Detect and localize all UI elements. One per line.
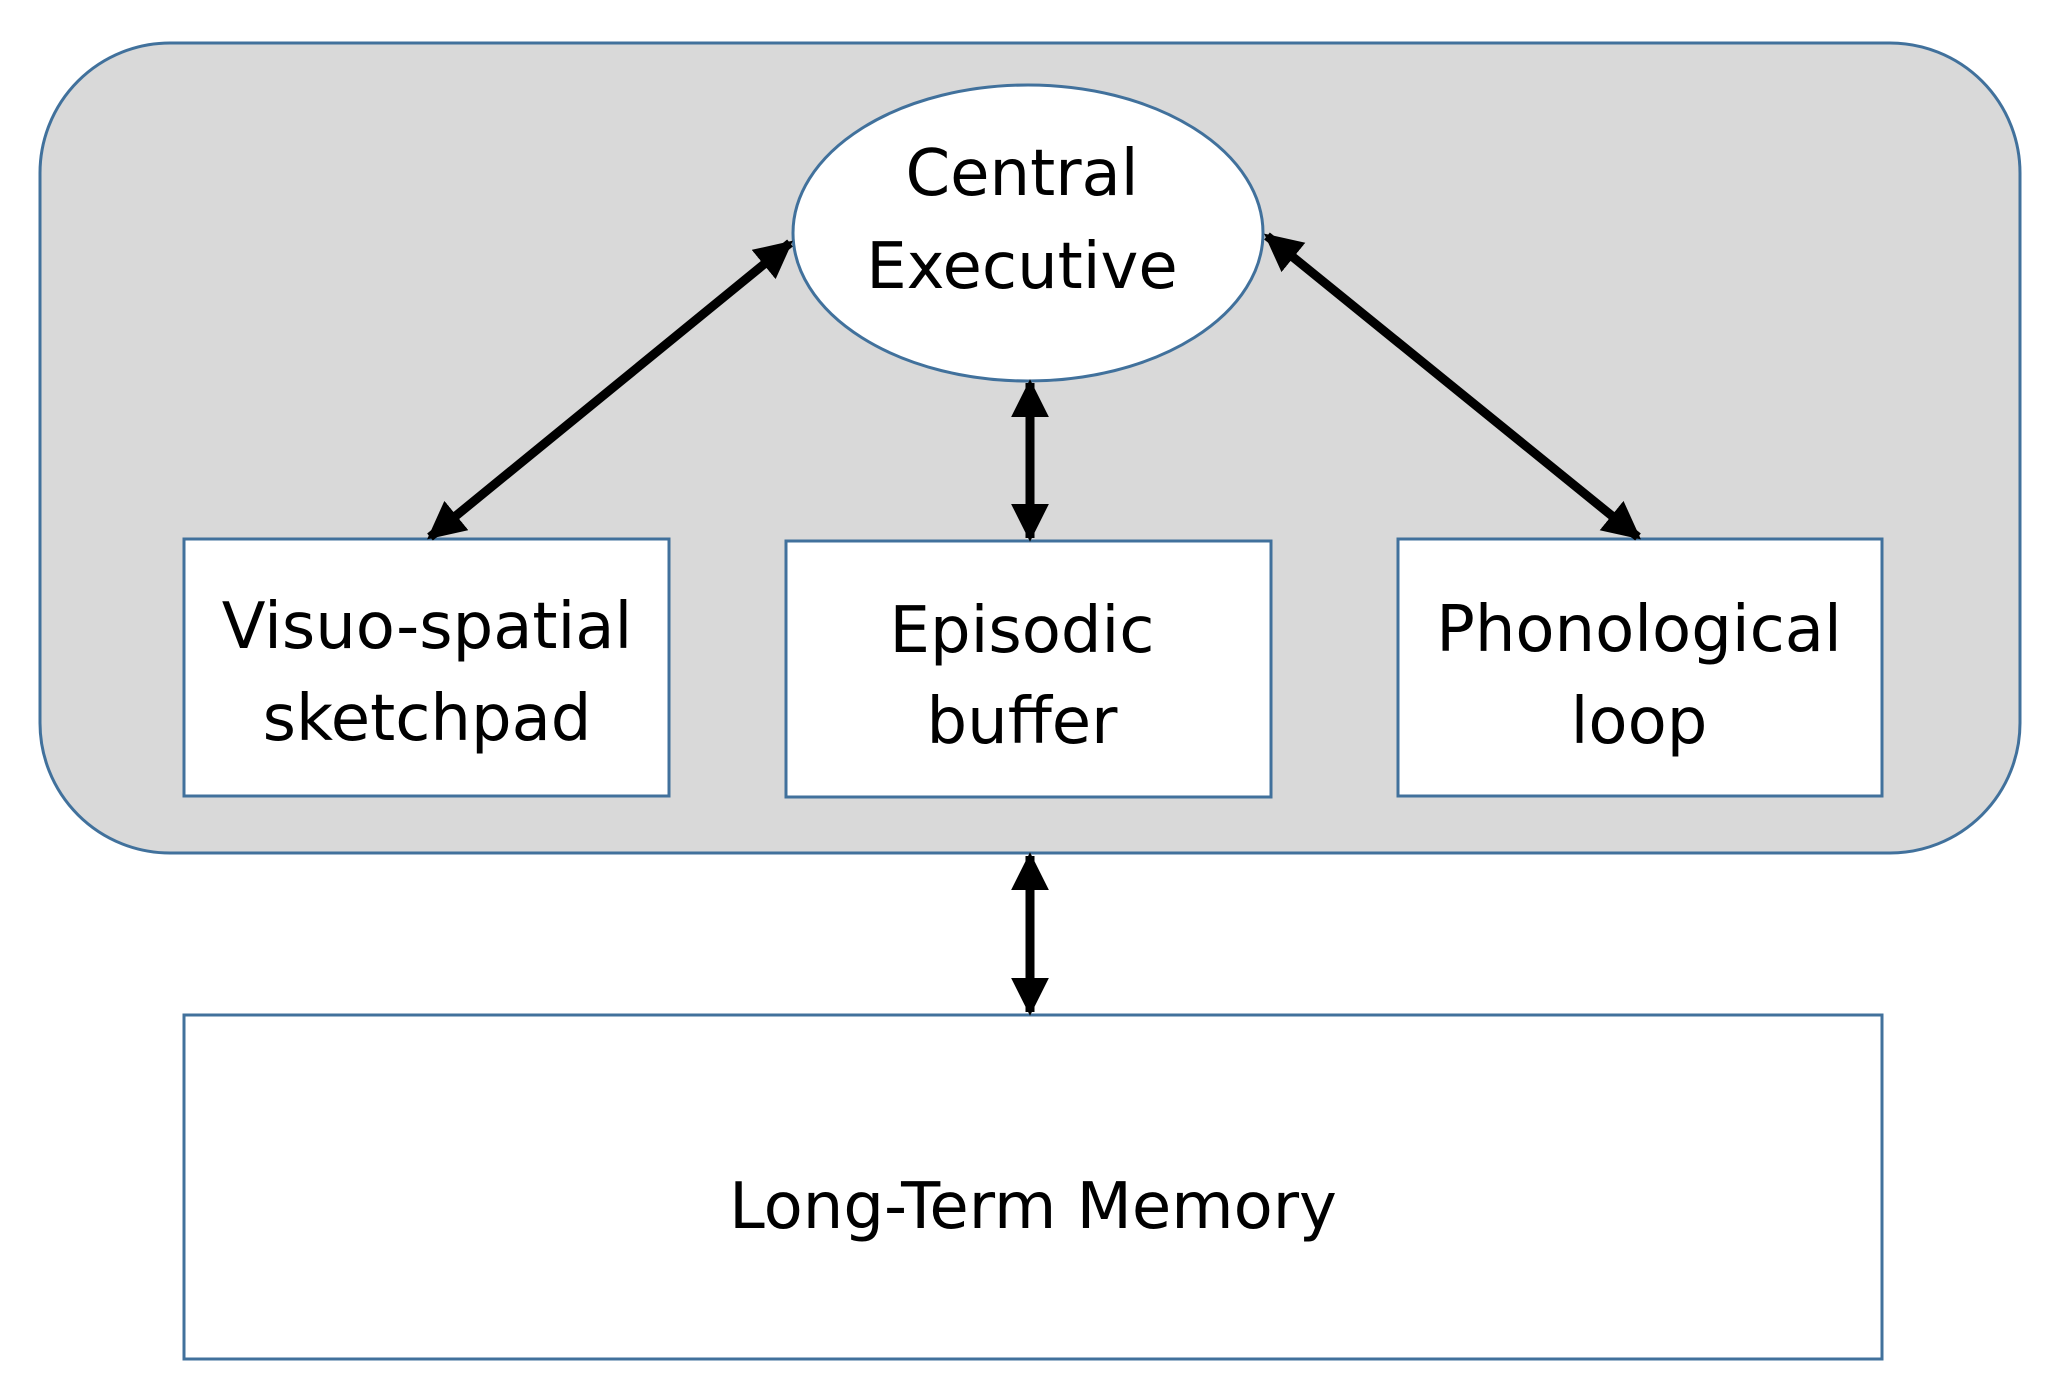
central-executive-label-line1: Central [905,137,1138,211]
central-executive-label-line2: Executive [866,230,1178,304]
visuo-spatial-label-line2: sketchpad [263,682,592,756]
visuo-spatial-sketchpad-node: Visuo-spatial sketchpad [182,537,671,798]
central-executive-node: Central Executive [791,83,1265,383]
arrow-central-to-phonological-loop [1264,232,1641,541]
arrow-central-to-visuo-spatial [427,239,793,541]
episodic-buffer-node: Episodic buffer [784,539,1273,799]
long-term-memory-node: Long-Term Memory [182,1013,1884,1361]
phonological-loop-label-line1: Phonological [1436,593,1842,667]
visuo-spatial-label-line1: Visuo-spatial [222,590,633,664]
phonological-loop-label-line2: loop [1571,685,1708,759]
episodic-buffer-label-line2: buffer [927,685,1119,759]
phonological-loop-node: Phonological loop [1396,537,1884,798]
long-term-memory-label: Long-Term Memory [729,1170,1337,1244]
episodic-buffer-label-line1: Episodic [890,594,1155,668]
